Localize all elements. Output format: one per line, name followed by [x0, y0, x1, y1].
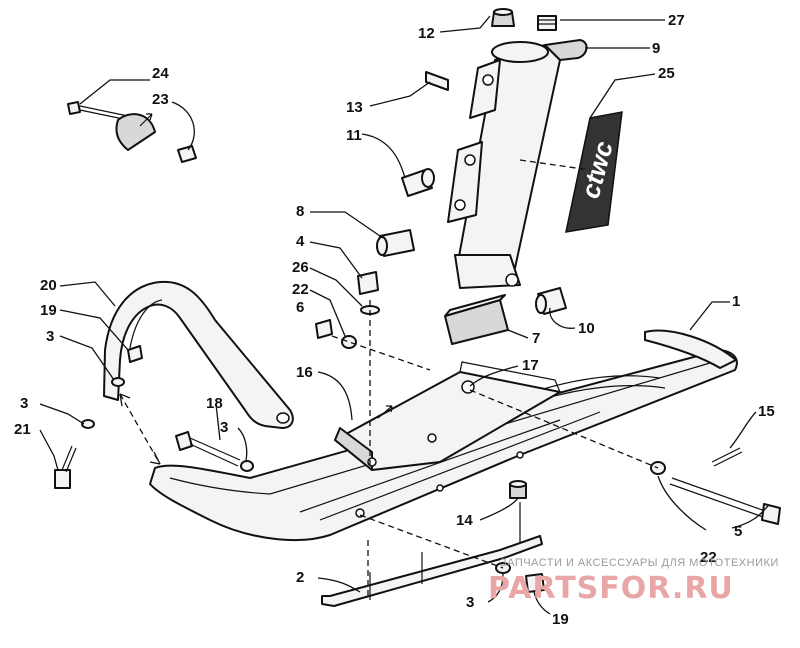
callout-12: 12 — [418, 25, 435, 42]
callout-24: 24 — [152, 65, 169, 82]
watermark-tagline: ЗАПЧАСТИ И АКСЕССУАРЫ ДЛЯ МОТОТЕХНИКИ — [500, 557, 779, 569]
callout-16: 16 — [296, 364, 313, 381]
callout-19-top: 19 — [40, 302, 57, 319]
watermark: ЗАПЧАСТИ И АКСЕССУАРЫ ДЛЯ МОТОТЕХНИКИ PA… — [488, 557, 779, 606]
spindle-decal: ctwc — [565, 111, 623, 233]
callout-25: 25 — [658, 65, 675, 82]
callout-3-left: 3 — [20, 395, 28, 412]
callout-18: 18 — [206, 395, 223, 412]
callout-22-top: 22 — [292, 281, 309, 298]
callout-17: 17 — [522, 357, 539, 374]
callout-labels: 12 27 9 24 23 25 13 11 8 4 26 22 6 20 19… — [14, 12, 775, 628]
callout-2: 2 — [296, 569, 304, 586]
callout-10: 10 — [578, 320, 595, 337]
callout-3-handle: 3 — [46, 328, 54, 345]
callout-4: 4 — [296, 233, 305, 250]
callout-20: 20 — [40, 277, 57, 294]
callout-23: 23 — [152, 91, 169, 108]
callout-22-bottom: 22 — [700, 549, 717, 566]
callout-26: 26 — [292, 259, 309, 276]
callout-7: 7 — [532, 330, 540, 347]
callout-21: 21 — [14, 421, 31, 438]
callout-27: 27 — [668, 12, 685, 29]
ski-handle-loop — [103, 280, 294, 429]
ski-spindle — [447, 39, 588, 289]
callout-13: 13 — [346, 99, 363, 116]
small-hardware — [54, 8, 781, 607]
callout-9: 9 — [652, 40, 660, 57]
callout-8: 8 — [296, 203, 304, 220]
callout-5: 5 — [734, 523, 742, 540]
callout-3-bolt: 3 — [220, 419, 228, 436]
callout-19-bottom: 19 — [552, 611, 569, 628]
callout-3-bottom: 3 — [466, 594, 474, 611]
callout-1: 1 — [732, 293, 740, 310]
watermark-brand: PARTSFOR.RU — [488, 571, 734, 606]
ski-saddle-bracket — [334, 361, 561, 471]
callout-11: 11 — [346, 127, 362, 144]
callout-15: 15 — [758, 403, 775, 420]
callout-6: 6 — [296, 299, 304, 316]
leader-lines — [39, 15, 769, 615]
callout-14: 14 — [456, 512, 473, 529]
